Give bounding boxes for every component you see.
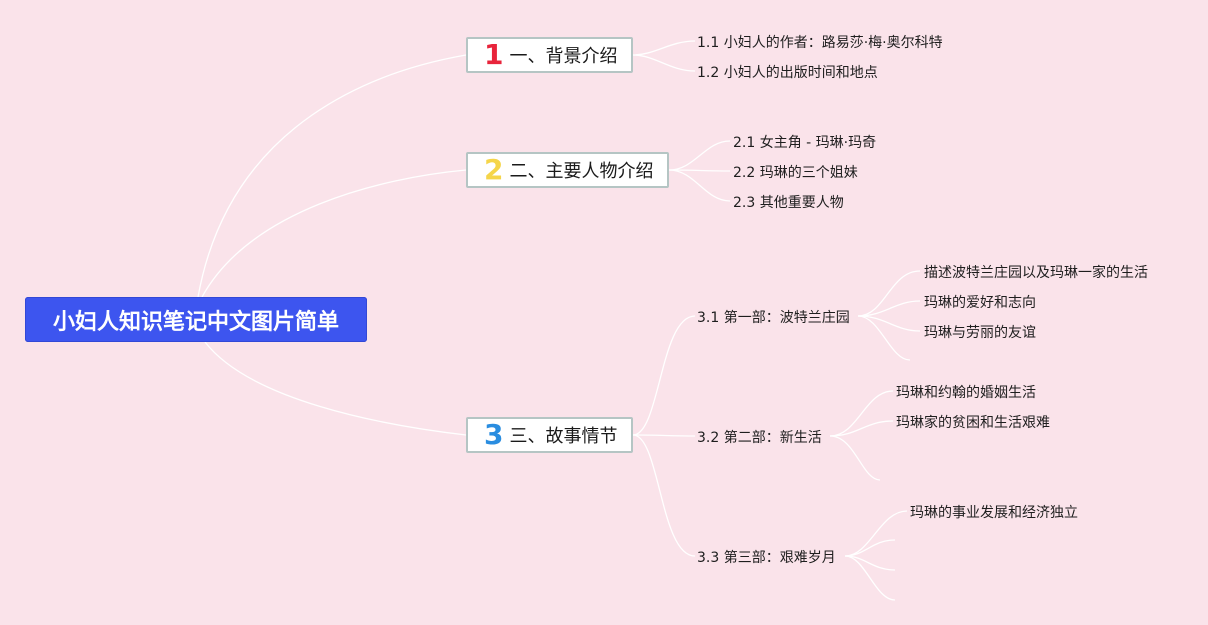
number-1-icon: 1	[484, 38, 504, 71]
edge-b1-c1	[632, 40, 696, 56]
edge-b3-c1	[632, 315, 696, 436]
leaf-3-1-1[interactable]: 描述波特兰庄园以及玛琳一家的生活	[924, 265, 1148, 281]
edge-b2-c1	[668, 140, 731, 171]
subtopic-2-1[interactable]: 2.1 女主角 - 玛琳·玛奇	[733, 135, 877, 151]
branch-plot[interactable]: 3 三、故事情节	[466, 417, 633, 453]
edge-b3-c2	[632, 434, 696, 437]
branch-background[interactable]: 1 一、背景介绍	[466, 37, 633, 73]
leaf-3-3-1[interactable]: 玛琳的事业发展和经济独立	[910, 505, 1078, 521]
leaf-3-2-2[interactable]: 玛琳家的贫困和生活艰难	[896, 415, 1050, 431]
edge-root-b2	[201, 169, 467, 298]
leaf-3-2-1[interactable]: 玛琳和约翰的婚姻生活	[896, 385, 1036, 401]
edge-root-b3	[204, 341, 467, 436]
branch-label: 三、故事情节	[509, 426, 618, 447]
subtopic-1-1[interactable]: 1.1 小妇人的作者：路易莎·梅·奥尔科特	[697, 35, 943, 51]
leaf-3-1-3[interactable]: 玛琳与劳丽的友谊	[924, 325, 1036, 341]
subtopic-2-2[interactable]: 2.2 玛琳的三个姐妹	[733, 165, 858, 181]
branch-characters[interactable]: 2 二、主要人物介绍	[466, 152, 669, 188]
branch-label: 一、背景介绍	[509, 46, 618, 67]
subtopic-3-3[interactable]: 3.3 第三部：艰难岁月	[697, 550, 836, 566]
edge-b3-c3	[632, 434, 696, 557]
leaf-3-1-2[interactable]: 玛琳的爱好和志向	[924, 295, 1036, 311]
root-topic[interactable]: 小妇人知识笔记中文图片简单	[25, 297, 367, 342]
subtopic-3-1[interactable]: 3.1 第一部：波特兰庄园	[697, 310, 850, 326]
branch-label: 二、主要人物介绍	[509, 161, 654, 182]
edge-b1-c2	[632, 54, 696, 72]
edge-root-b1	[197, 54, 467, 298]
edge-b2-c3	[668, 169, 731, 202]
number-2-icon: 2	[484, 153, 504, 186]
number-3-icon: 3	[484, 418, 504, 451]
subtopic-1-2[interactable]: 1.2 小妇人的出版时间和地点	[697, 65, 878, 81]
subtopic-2-3[interactable]: 2.3 其他重要人物	[733, 195, 844, 211]
subtopic-3-2[interactable]: 3.2 第二部：新生活	[697, 430, 822, 446]
